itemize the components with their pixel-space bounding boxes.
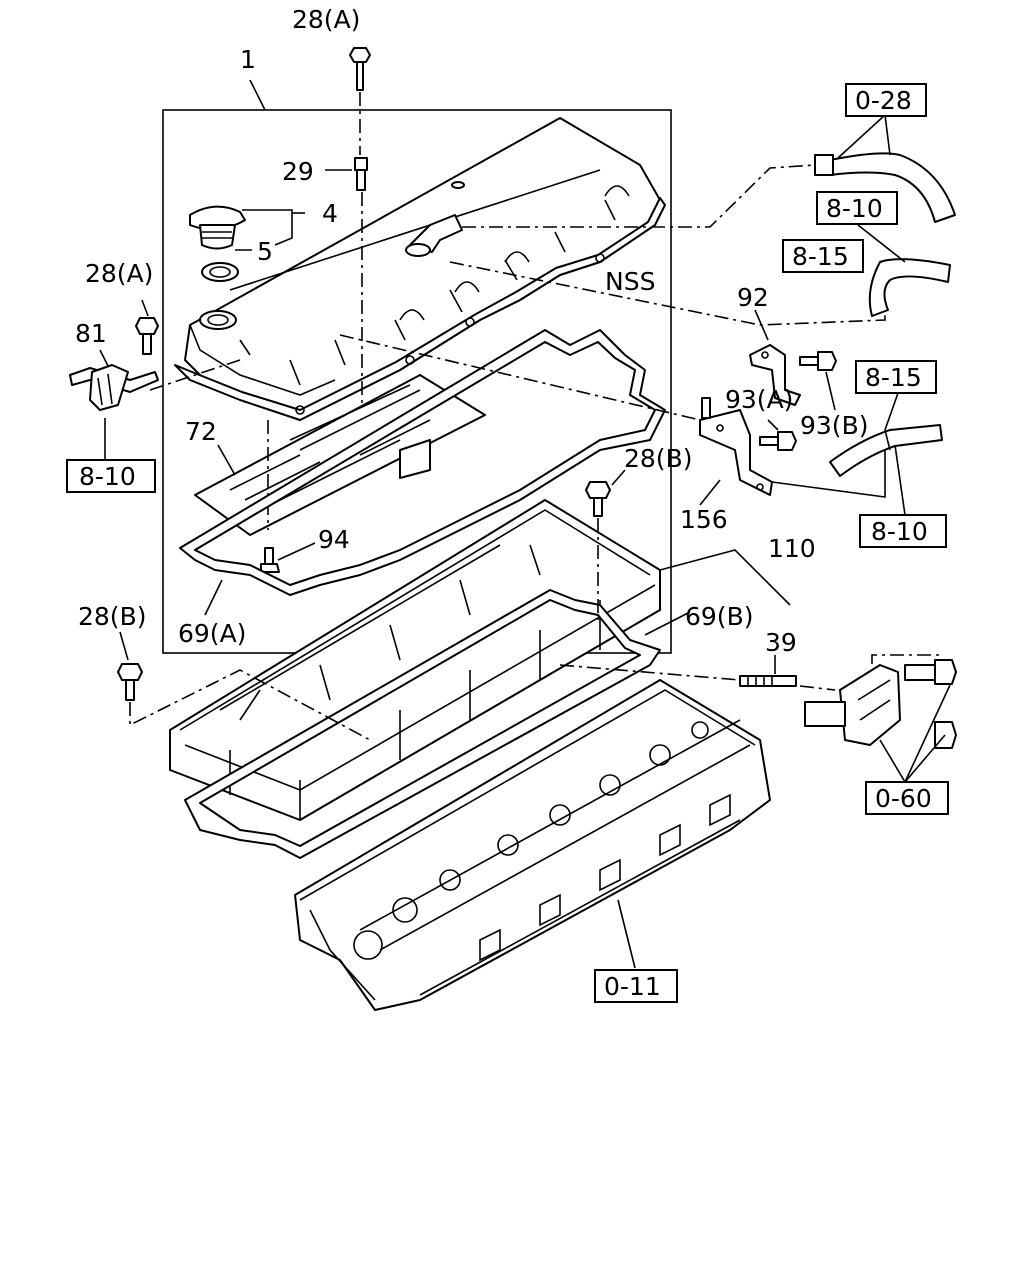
callout-92: 92 [737, 283, 769, 312]
breather-hose [814, 152, 956, 223]
ref-box-8-10-right[interactable]: 8-10 [859, 514, 947, 548]
callout-29: 29 [282, 157, 314, 186]
callout-94: 94 [318, 525, 350, 554]
callout-156: 156 [680, 505, 728, 534]
bolt-93a [759, 431, 797, 451]
svg-text:0-11: 0-11 [604, 972, 661, 1001]
ref-box-0-11[interactable]: 0-11 [594, 969, 678, 1003]
callout-93a: 93(A) [725, 385, 793, 414]
hose-8-15-right [829, 424, 943, 477]
ref-box-0-60[interactable]: 0-60 [865, 781, 949, 815]
bolt-93b [799, 351, 837, 371]
callout-72: 72 [185, 417, 217, 446]
svg-text:8-15: 8-15 [792, 242, 849, 271]
callout-4: 4 [322, 199, 338, 228]
bracket-92 [749, 344, 801, 406]
callout-nss: NSS [605, 267, 655, 296]
callout-28a-left: 28(A) [85, 259, 153, 288]
stud-39 [739, 675, 797, 687]
svg-text:8-15: 8-15 [865, 363, 922, 392]
oil-filler-cap [189, 205, 246, 250]
gasket-69b [184, 589, 661, 859]
svg-text:0-28: 0-28 [855, 86, 912, 115]
gasket-69a [179, 329, 666, 596]
callout-28b-left: 28(B) [78, 602, 146, 631]
ref-box-8-10-left[interactable]: 8-10 [66, 459, 156, 493]
stud-29 [354, 157, 368, 191]
cam-sensor-assembly [804, 664, 901, 746]
callout-69b: 69(B) [685, 602, 753, 631]
callout-28b-mid: 28(B) [624, 444, 692, 473]
bolt-28a-left [135, 317, 159, 355]
ref-box-8-15-right[interactable]: 8-15 [855, 360, 937, 394]
filler-cap-seal [201, 262, 239, 282]
hose-8-15-upper [868, 258, 951, 317]
cylinder-head-cover [174, 117, 666, 421]
callout-28a-top: 28(A) [292, 5, 360, 34]
callout-39: 39 [765, 628, 797, 657]
callout-81: 81 [75, 319, 107, 348]
callout-110: 110 [768, 534, 816, 563]
callout-1: 1 [240, 45, 256, 74]
cylinder-head [294, 679, 771, 1011]
bolt-28b-left [117, 663, 143, 701]
sensor-bolt-upper [904, 659, 957, 685]
ref-box-0-28[interactable]: 0-28 [845, 83, 927, 117]
callout-5: 5 [257, 237, 273, 266]
ref-box-8-10-top[interactable]: 8-10 [816, 191, 898, 225]
bolt-94 [260, 547, 280, 573]
bracket-156 [699, 397, 773, 496]
svg-text:8-10: 8-10 [871, 517, 928, 546]
ref-box-8-15-top[interactable]: 8-15 [782, 239, 864, 273]
bolt-28a-top [349, 47, 371, 91]
harness-clip-81 [69, 364, 159, 411]
callout-93b: 93(B) [800, 411, 868, 440]
svg-text:8-10: 8-10 [79, 462, 136, 491]
svg-text:0-60: 0-60 [875, 784, 932, 813]
bolt-28b-mid [585, 481, 611, 517]
callout-69a: 69(A) [178, 619, 246, 648]
svg-text:8-10: 8-10 [826, 194, 883, 223]
